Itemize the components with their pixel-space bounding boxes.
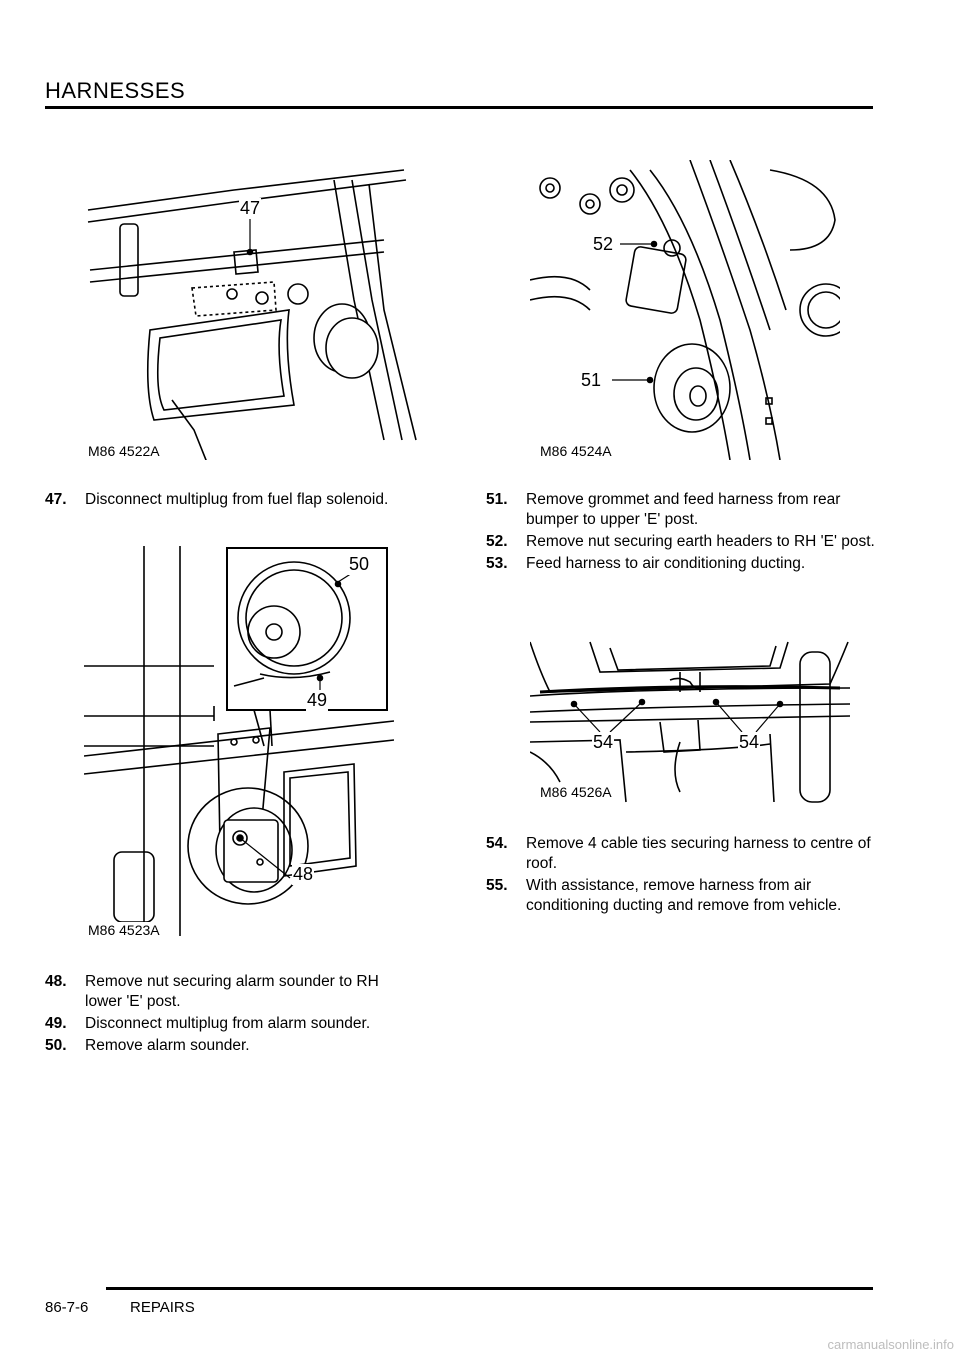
figure-roof-harness: 54 54 M86 4526A: [530, 632, 850, 808]
callout-49: 49: [306, 690, 329, 711]
callout-48: 48: [292, 864, 315, 885]
step-number: 51.: [486, 491, 508, 508]
figure-caption: M86 4526A: [538, 784, 614, 800]
callout-50: 50: [348, 554, 371, 575]
figure-caption: M86 4523A: [86, 922, 162, 938]
step-text: With assistance, remove harness from air…: [526, 877, 842, 914]
step-52: 52. Remove nut securing earth headers to…: [486, 532, 876, 552]
step-number: 55.: [486, 877, 508, 894]
footer-page-number: 86-7-6: [45, 1299, 89, 1316]
footer-rule: [106, 1287, 873, 1290]
steps-right-bottom: 54. Remove 4 cable ties securing harness…: [486, 834, 876, 918]
step-54: 54. Remove 4 cable ties securing harness…: [486, 834, 876, 874]
step-number: 48.: [45, 973, 67, 990]
footer-section-name: REPAIRS: [130, 1299, 195, 1316]
figure-alarm-sounder: 50 49 48 M86 4523A: [84, 546, 394, 942]
step-number: 53.: [486, 555, 508, 572]
step-49: 49. Disconnect multiplug from alarm soun…: [45, 1014, 415, 1034]
header-rule: [45, 106, 873, 109]
step-55: 55. With assistance, remove harness from…: [486, 876, 876, 916]
step-50: 50. Remove alarm sounder.: [45, 1036, 415, 1056]
steps-left-bottom: 48. Remove nut securing alarm sounder to…: [45, 972, 415, 1058]
step-47: 47. Disconnect multiplug from fuel flap …: [45, 490, 415, 510]
step-number: 49.: [45, 1015, 67, 1032]
step-text: Disconnect multiplug from fuel flap sole…: [85, 491, 389, 508]
steps-left-top: 47. Disconnect multiplug from fuel flap …: [45, 490, 415, 512]
step-number: 52.: [486, 533, 508, 550]
step-text: Remove 4 cable ties securing harness to …: [526, 835, 871, 872]
step-text: Disconnect multiplug from alarm sounder.: [85, 1015, 371, 1032]
callout-47: 47: [239, 198, 262, 219]
figure-grommet: 52 51 M86 4524A: [530, 160, 840, 460]
step-text: Remove grommet and feed harness from rea…: [526, 491, 841, 528]
step-number: 47.: [45, 491, 67, 508]
step-number: 50.: [45, 1037, 67, 1054]
callout-51: 51: [580, 370, 603, 391]
steps-right-top: 51. Remove grommet and feed harness from…: [486, 490, 876, 576]
step-51: 51. Remove grommet and feed harness from…: [486, 490, 876, 530]
figure-caption: M86 4524A: [538, 443, 614, 459]
step-text: Feed harness to air conditioning ducting…: [526, 555, 806, 572]
step-48: 48. Remove nut securing alarm sounder to…: [45, 972, 415, 1012]
figure-fuel-flap: 47 M86 4522A: [84, 160, 420, 460]
callout-52: 52: [592, 234, 615, 255]
step-text: Remove nut securing earth headers to RH …: [526, 533, 875, 550]
callout-54-left: 54: [592, 732, 615, 753]
step-text: Remove nut securing alarm sounder to RH …: [85, 973, 379, 1010]
watermark: carmanualsonline.info: [827, 1337, 954, 1352]
step-text: Remove alarm sounder.: [85, 1037, 250, 1054]
callout-54-right: 54: [738, 732, 761, 753]
page-header-title: HARNESSES: [45, 78, 186, 103]
figure-caption: M86 4522A: [86, 443, 162, 459]
step-53: 53. Feed harness to air conditioning duc…: [486, 554, 876, 574]
step-number: 54.: [486, 835, 508, 852]
